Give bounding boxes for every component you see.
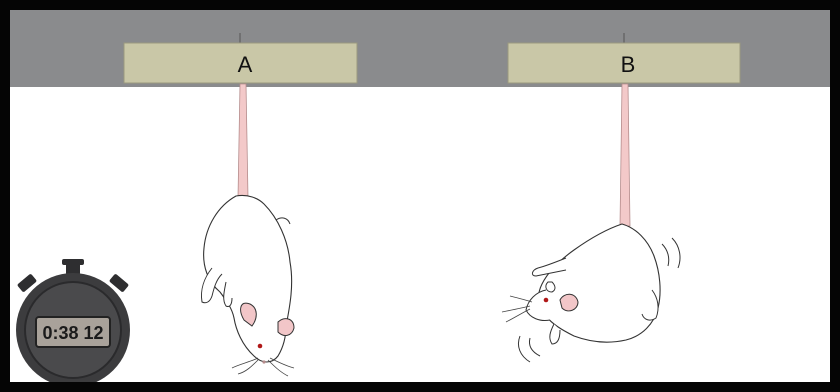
- mouse-b-ear: [560, 294, 578, 311]
- mouse-b-head: [526, 290, 550, 321]
- stopwatch-crown-cap: [62, 259, 84, 265]
- mouse-b: [502, 84, 680, 362]
- stopwatch-icon: 0:38 12: [16, 259, 130, 382]
- mouse-b-eye: [544, 298, 549, 303]
- mouse-a-ear-right: [278, 319, 294, 336]
- label-a: A: [238, 52, 253, 77]
- mouse-a-eye: [258, 344, 263, 349]
- mouse-a: [201, 84, 294, 376]
- label-b: B: [621, 52, 636, 77]
- stopwatch-readout: 0:38 12: [42, 323, 103, 343]
- tail-suspension-scene: A B: [10, 10, 830, 382]
- mouse-b-paw: [546, 282, 555, 292]
- mouse-b-tail: [620, 84, 630, 226]
- mouse-b-body: [539, 224, 661, 342]
- mouse-a-nose: [262, 360, 265, 363]
- mouse-a-tail: [238, 84, 248, 198]
